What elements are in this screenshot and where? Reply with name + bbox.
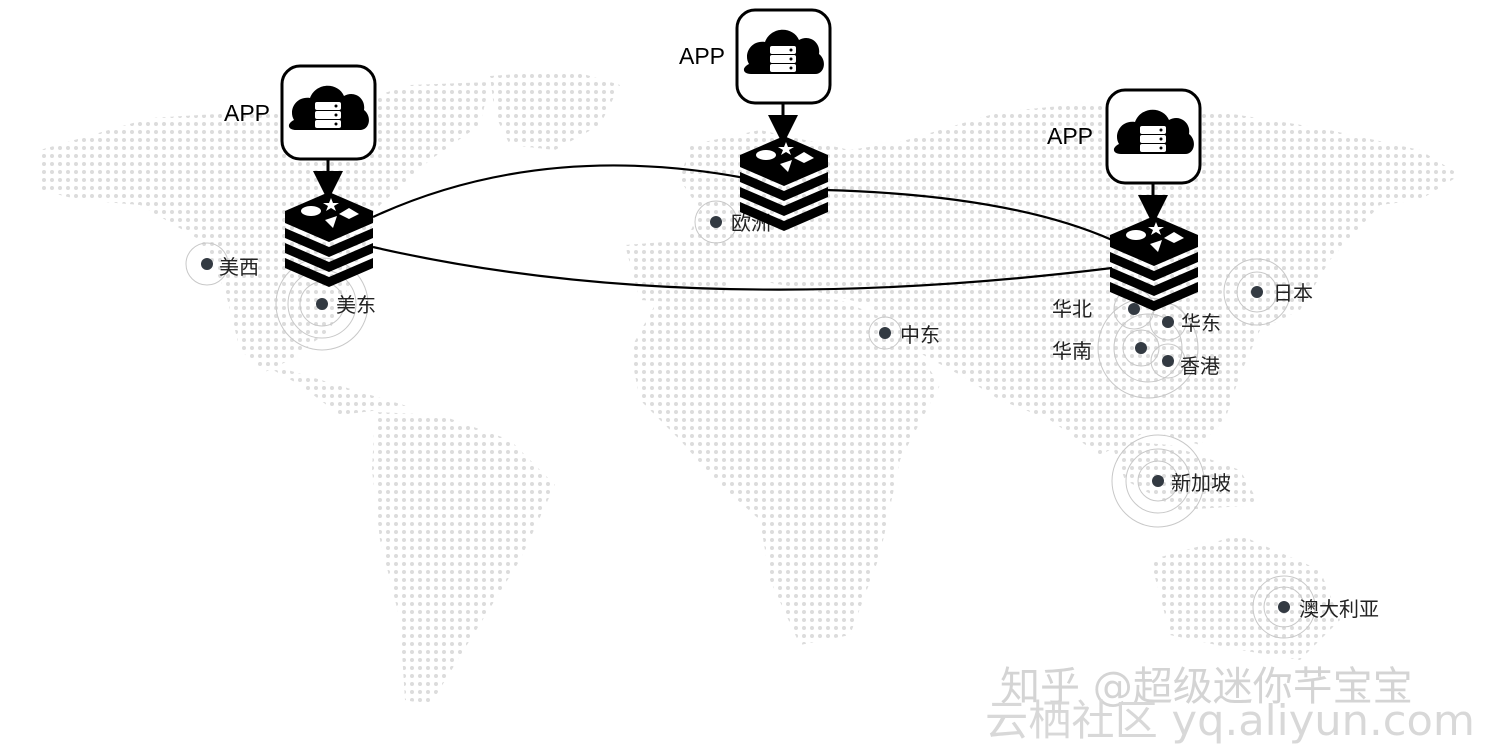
app-node-cn: APP	[1047, 88, 1202, 185]
region-label-hong-kong: 香港	[1180, 354, 1220, 378]
region-dot-east-china	[1162, 316, 1174, 328]
region-dot-us-east	[316, 298, 328, 310]
cloud-server-icon	[1113, 109, 1194, 154]
cloud-server-icon	[743, 29, 824, 74]
redis-stack-us	[285, 192, 373, 287]
region-label-north-china: 华北	[1052, 297, 1092, 321]
sync-link-eu-cn	[824, 188, 1113, 242]
region-label-australia: 澳大利亚	[1299, 597, 1379, 621]
region-dot-south-china	[1135, 342, 1147, 354]
region-dot-north-china	[1128, 303, 1140, 315]
sync-link-us-eu	[372, 164, 746, 218]
region-dot-singapore	[1152, 475, 1164, 487]
cloud-server-icon	[288, 85, 369, 130]
region-labels: 美西 美东 欧洲 中东 华北 华东 华南 香港 日本 新加坡 澳大利亚	[219, 211, 1379, 621]
region-dot-hong-kong	[1162, 355, 1174, 367]
sync-link-us-cn	[372, 245, 1113, 291]
watermark-aliyun: 云栖社区 yq.aliyun.com	[985, 696, 1475, 745]
app-node-eu: APP	[679, 8, 832, 105]
redis-icon	[285, 192, 373, 287]
region-label-east-china: 华东	[1181, 311, 1221, 335]
region-label-us-west: 美西	[219, 255, 259, 279]
app-label-cn: APP	[1047, 123, 1093, 149]
region-label-us-east: 美东	[336, 293, 376, 317]
region-label-singapore: 新加坡	[1171, 471, 1231, 495]
region-dot-australia	[1278, 601, 1290, 613]
watermark-zhihu: 知乎 @超级迷你芊宝宝	[1000, 664, 1413, 710]
redis-icon	[1110, 216, 1198, 311]
app-label-us: APP	[224, 100, 270, 126]
region-dot-middle-east	[879, 327, 891, 339]
region-markers	[201, 216, 1290, 613]
region-dot-japan	[1251, 286, 1263, 298]
redis-stack-cn	[1110, 216, 1198, 311]
app-to-redis-arrows	[313, 103, 1168, 225]
region-label-japan: 日本	[1273, 281, 1313, 305]
region-dot-europe	[710, 216, 722, 228]
region-label-middle-east: 中东	[900, 323, 940, 347]
redis-icon	[740, 136, 828, 231]
app-label-eu: APP	[679, 43, 725, 69]
region-dot-us-west	[201, 258, 213, 270]
sync-connections	[372, 164, 1113, 291]
redis-stack-eu	[740, 136, 828, 231]
app-node-us: APP	[224, 64, 377, 161]
region-label-south-china: 华南	[1052, 339, 1092, 363]
